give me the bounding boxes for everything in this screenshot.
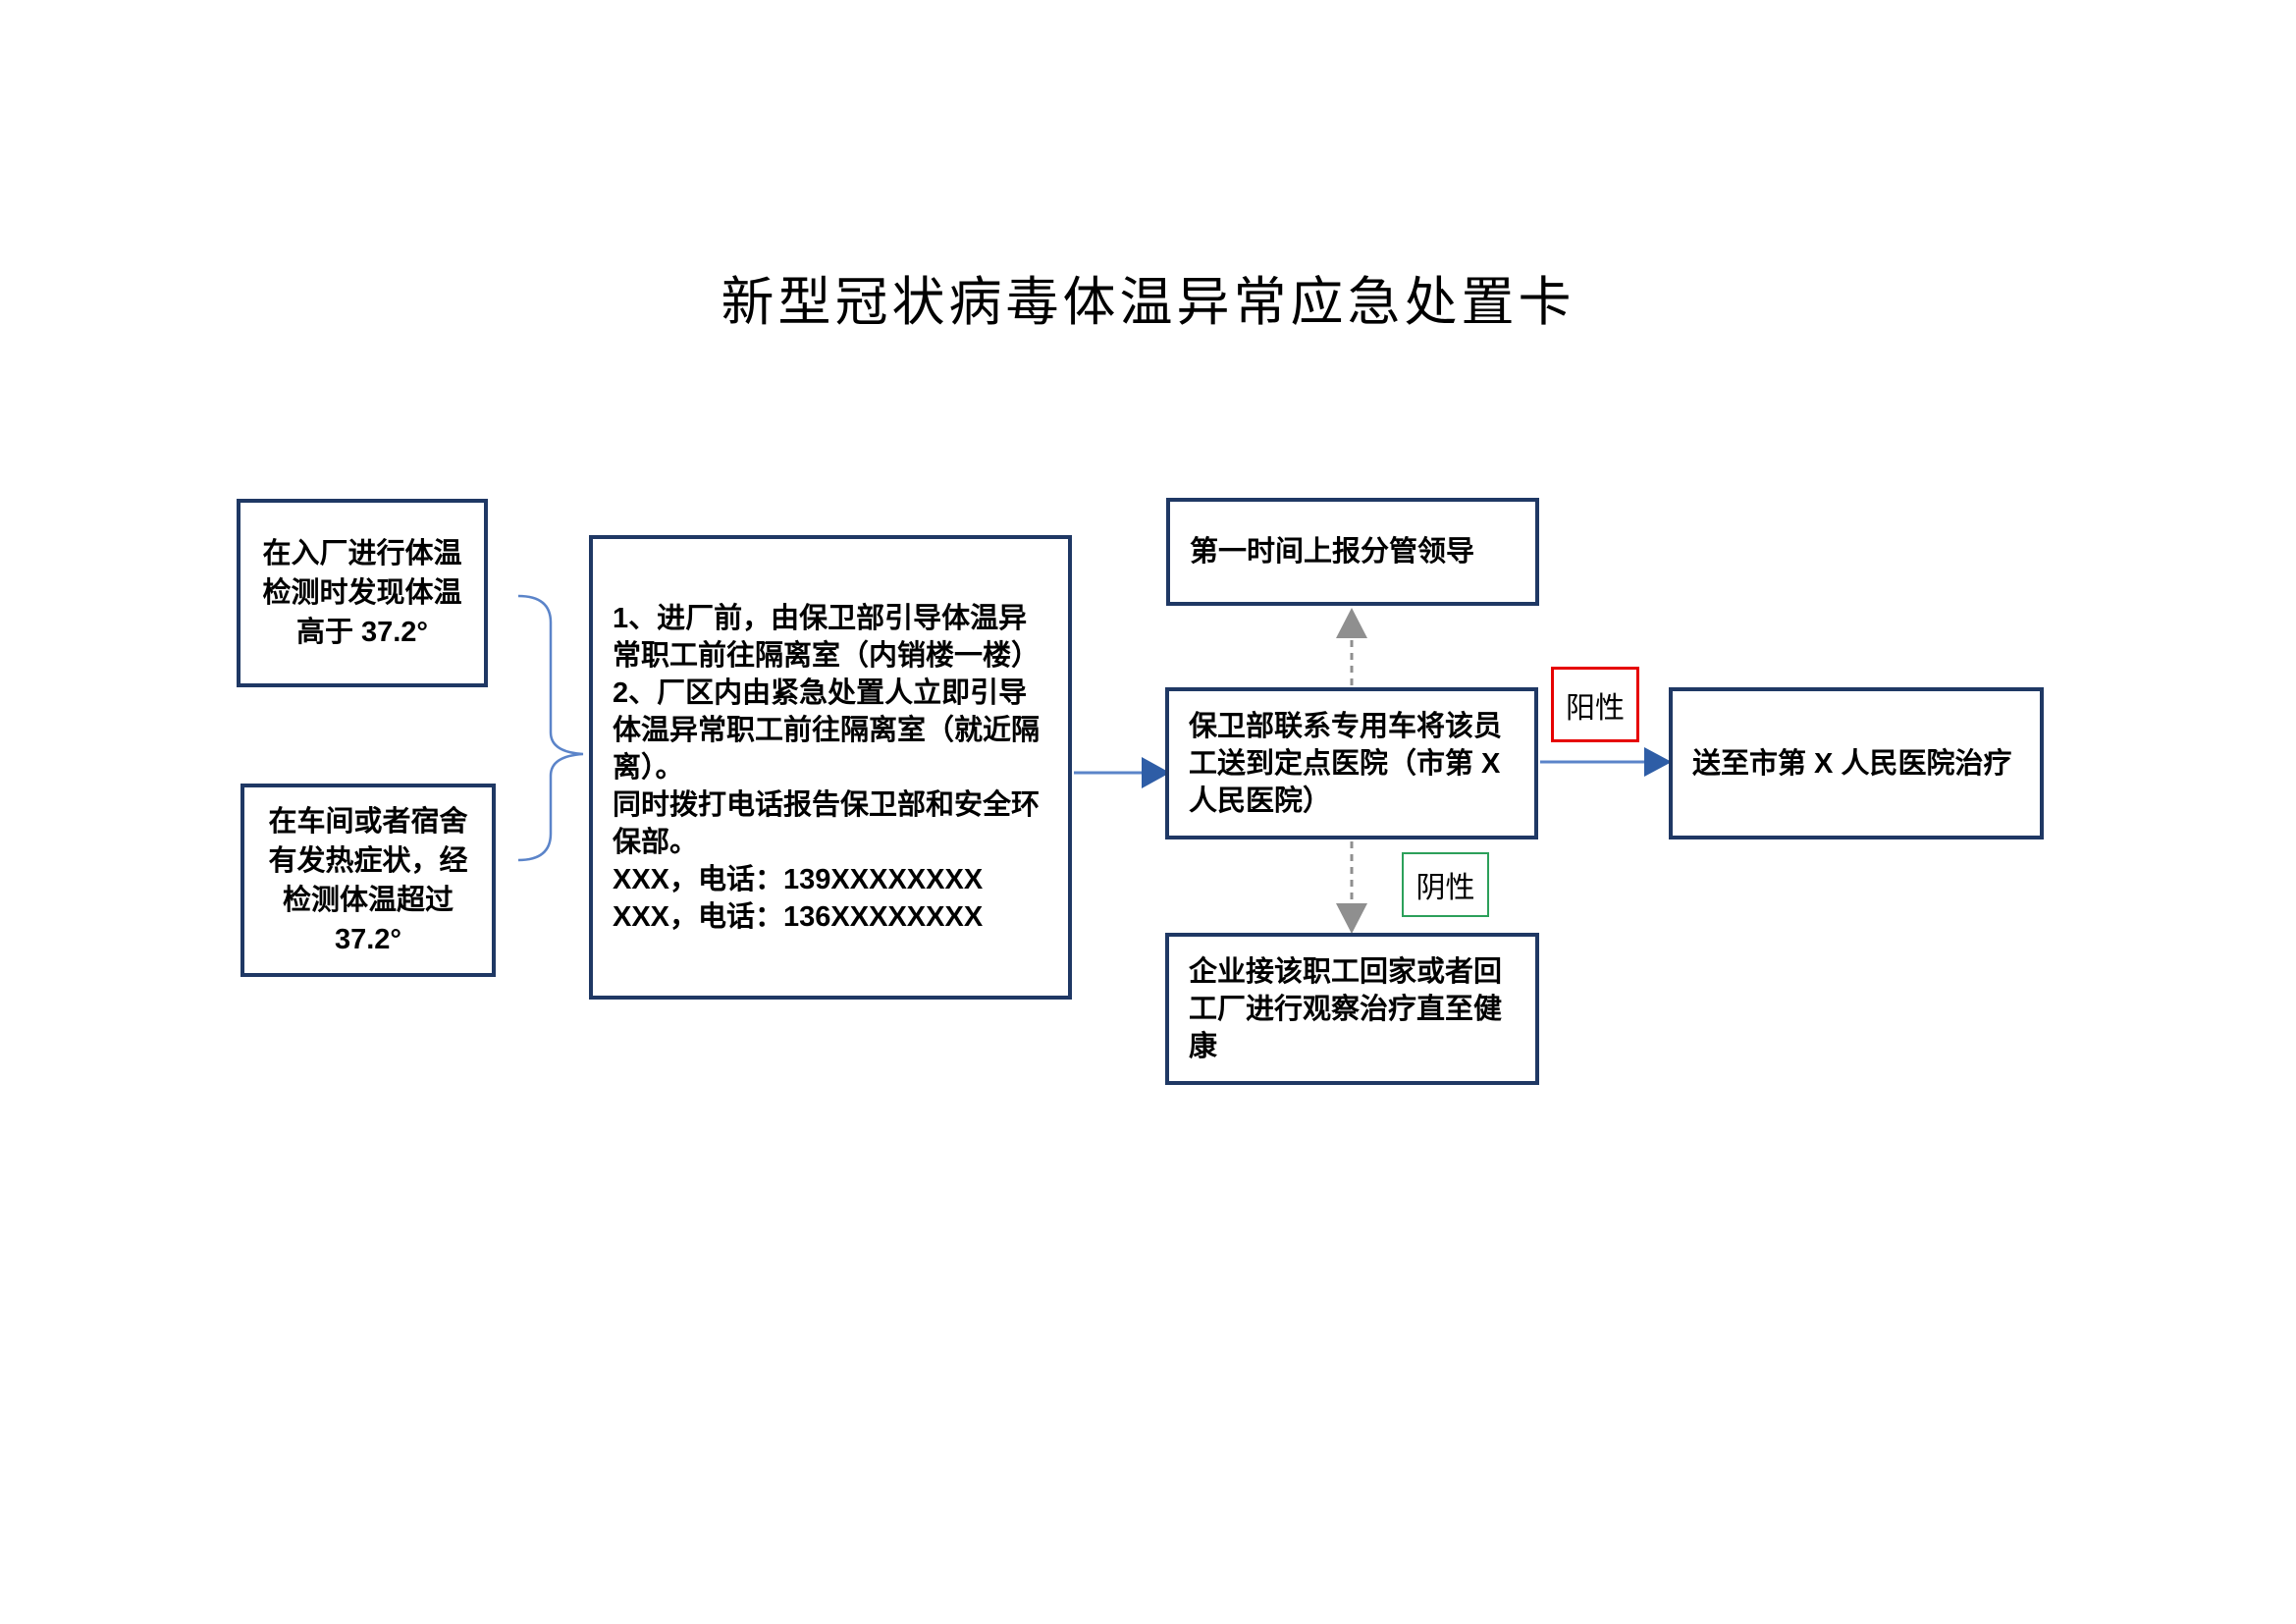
page-title: 新型冠状病毒体温异常应急处置卡 xyxy=(721,273,1575,332)
box-workshop-fever: 在车间或者宿舍 有发热症状，经 检测体温超过 37.2° xyxy=(240,784,496,977)
text-line: 检测体温超过 xyxy=(282,884,454,916)
text-line: XXX，电话：139XXXXXXXX xyxy=(613,863,984,895)
text-line: 人民医院） xyxy=(1189,785,1332,817)
text-line: 康 xyxy=(1189,1030,1218,1062)
text-line: 阴性 xyxy=(1415,872,1475,904)
arrow-transport-to-hospital xyxy=(1540,747,1672,777)
text-line: 37.2° xyxy=(334,923,402,955)
box-isolation-instructions: 1、进厂前，由保卫部引导体温异 常职工前往隔离室（内销楼一楼） 2、厂区内由紧急… xyxy=(589,535,1072,1000)
text-line: 企业接该职工回家或者回 xyxy=(1189,955,1503,988)
text-line: 阳性 xyxy=(1566,691,1625,725)
text-line: 工送到定点医院（市第 X xyxy=(1189,747,1501,780)
text-line: 送至市第 X 人民医院治疗 xyxy=(1692,747,2012,780)
text-line: 2、厂区内由紧急处置人立即引导 xyxy=(613,677,1028,709)
dashed-arrow-observe xyxy=(1336,841,1367,934)
text-line: 在入厂进行体温 xyxy=(262,538,462,569)
arrow-isolation-to-transport xyxy=(1074,757,1170,788)
brace-connector xyxy=(517,594,584,862)
text-line: 第一时间上报分管领导 xyxy=(1190,536,1475,568)
text-line: XXX，电话：136XXXXXXXX xyxy=(613,900,984,933)
text-line: 保部。 xyxy=(613,826,699,858)
text-line: 在车间或者宿舍 xyxy=(268,805,468,838)
box-report-leader: 第一时间上报分管领导 xyxy=(1166,498,1539,606)
text-line: 保卫部联系专用车将该员 xyxy=(1189,710,1503,742)
box-entry-gate-check: 在入厂进行体温 检测时发现体温 高于 37.2° xyxy=(237,499,488,687)
box-transport-hospital: 保卫部联系专用车将该员 工送到定点医院（市第 X 人民医院） xyxy=(1165,687,1538,839)
text-line: 检测时发现体温 xyxy=(262,577,462,609)
box-city-hospital: 送至市第 X 人民医院治疗 xyxy=(1669,687,2044,839)
text-line: 1、进厂前，由保卫部引导体温异 xyxy=(613,602,1028,634)
text-line: 离）。 xyxy=(613,751,684,784)
negative-result-label: 阴性 xyxy=(1402,852,1489,917)
text-line: 工厂进行观察治疗直至健 xyxy=(1189,993,1503,1025)
text-line: 体温异常职工前往隔离室（就近隔 xyxy=(613,714,1041,746)
text-line: 有发热症状，经 xyxy=(268,844,468,877)
text-line: 高于 37.2° xyxy=(295,617,429,648)
positive-result-label: 阳性 xyxy=(1551,667,1639,742)
dashed-arrow-report-leader xyxy=(1336,608,1367,685)
box-observe-recover: 企业接该职工回家或者回 工厂进行观察治疗直至健 康 xyxy=(1165,933,1539,1085)
text-line: 同时拨打电话报告保卫部和安全环 xyxy=(613,788,1041,821)
text-line: 常职工前往隔离室（内销楼一楼） xyxy=(613,639,1041,672)
